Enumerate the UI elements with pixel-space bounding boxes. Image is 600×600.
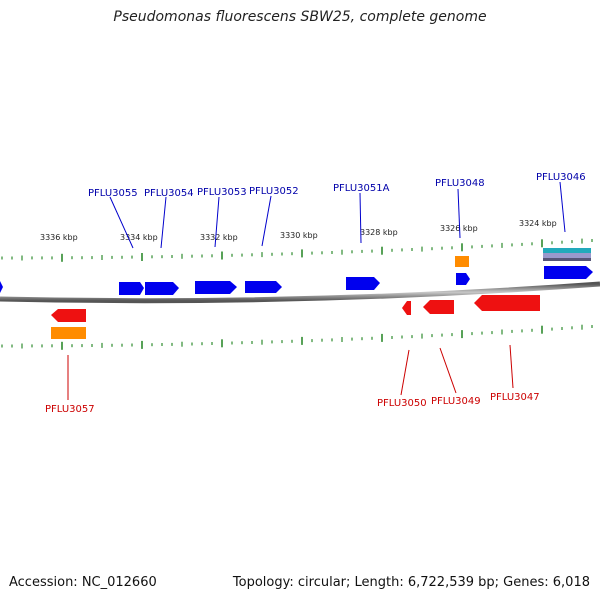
- gene-arrow-PFLU3054[interactable]: [145, 282, 179, 295]
- gene-arrow-PFLU3046[interactable]: [544, 266, 593, 279]
- gene-arrow-PFLU3053[interactable]: [195, 281, 237, 294]
- label-leader-line: [457, 188, 461, 239]
- scale-tick-label: 3326 kbp: [440, 224, 478, 233]
- label-leader-line: [109, 196, 134, 249]
- scale-tick-label: 3332 kbp: [200, 233, 238, 242]
- gene-arrow-PFLU3050[interactable]: [402, 301, 411, 315]
- gene-label-PFLU3047[interactable]: PFLU3047: [490, 392, 540, 403]
- gene-label-PFLU3053[interactable]: PFLU3053: [197, 187, 247, 198]
- gene-arrow-PFLU3052[interactable]: [245, 281, 282, 293]
- gene-label-PFLU3051A[interactable]: PFLU3051A: [333, 183, 390, 194]
- scale-tick-label: 3334 kbp: [120, 233, 158, 242]
- label-leader-line: [160, 196, 167, 249]
- gene-arrow-PFLU3048[interactable]: [456, 273, 470, 285]
- forward-gene-labels: PFLU3055 PFLU3054 PFLU3053 PFLU3052 PFLU…: [88, 172, 586, 249]
- gene-arrow-PFLU3051A[interactable]: [346, 277, 380, 290]
- genome-title: Pseudomonas fluorescens SBW25, complete …: [113, 9, 487, 25]
- gene-label-PFLU3049[interactable]: PFLU3049: [431, 396, 481, 407]
- gene-arrow-PFLU3049[interactable]: [423, 300, 454, 314]
- scale-tick-label: 3324 kbp: [519, 219, 557, 228]
- feature-band-teal[interactable]: [543, 248, 591, 253]
- gene-arrow-PFLU3047[interactable]: [474, 295, 540, 311]
- reverse-scale-ruler: [1, 324, 593, 350]
- label-leader-line: [400, 349, 410, 396]
- label-leader-line: [359, 192, 362, 244]
- reverse-gene-labels: PFLU3057 PFLU3050 PFLU3049 PFLU3047: [45, 344, 540, 415]
- reverse-strand-genes: [51, 295, 540, 322]
- forward-strand-genes: [0, 266, 593, 295]
- gene-label-PFLU3046[interactable]: PFLU3046: [536, 172, 586, 183]
- gene-arrow-partial[interactable]: [0, 281, 3, 293]
- gene-label-PFLU3055[interactable]: PFLU3055: [88, 188, 138, 199]
- scale-labels: 3336 kbp 3334 kbp 3332 kbp 3330 kbp 3328…: [40, 219, 557, 242]
- gene-label-PFLU3050[interactable]: PFLU3050: [377, 398, 427, 409]
- feature-box-orange[interactable]: [455, 256, 469, 267]
- label-leader-line: [439, 347, 457, 394]
- scale-tick-label: 3330 kbp: [280, 231, 318, 240]
- genome-summary-text: Topology: circular; Length: 6,722,539 bp…: [232, 575, 590, 590]
- scale-tick-label: 3328 kbp: [360, 228, 398, 237]
- scale-tick-label: 3336 kbp: [40, 233, 78, 242]
- label-leader-line: [214, 196, 220, 248]
- feature-band-lavender[interactable]: [543, 253, 591, 258]
- gene-label-PFLU3054[interactable]: PFLU3054: [144, 188, 194, 199]
- label-leader-line: [559, 181, 566, 233]
- gene-label-PFLU3048[interactable]: PFLU3048: [435, 178, 485, 189]
- label-leader-line: [261, 195, 272, 247]
- accession-text: Accession: NC_012660: [9, 575, 157, 590]
- label-leader-line: [509, 344, 514, 389]
- gene-arrow-PFLU3057[interactable]: [51, 309, 86, 322]
- gene-label-PFLU3057[interactable]: PFLU3057: [45, 404, 95, 415]
- gene-arrow-PFLU3055[interactable]: [119, 282, 144, 295]
- genome-backbone: [0, 281, 600, 304]
- gene-label-PFLU3052[interactable]: PFLU3052: [249, 186, 299, 197]
- forward-scale-ruler: [1, 238, 593, 262]
- feature-box-orange[interactable]: [51, 327, 86, 339]
- feature-tracks: [51, 248, 591, 339]
- feature-band-dark[interactable]: [543, 258, 591, 261]
